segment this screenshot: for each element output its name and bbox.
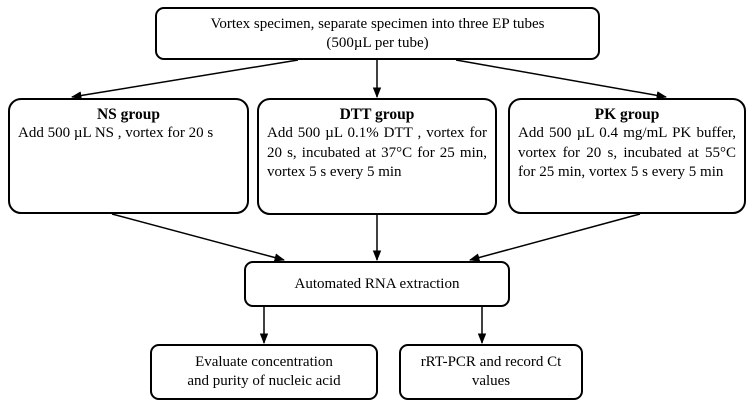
step-vortex-separate-line1: Vortex specimen, separate specimen into … <box>210 15 545 32</box>
rna-extraction-label: Automated RNA extraction <box>294 275 460 292</box>
rrt-pcr-line2: values <box>471 373 511 389</box>
step-vortex-separate-line2: (500µL per tube) <box>326 34 429 51</box>
dtt-group-title: DTT group <box>339 106 415 123</box>
arrow-top-to-pk <box>455 59 668 100</box>
pk-group-box: PK group Add 500 µL 0.4 mg/mL PK buffer,… <box>508 98 746 214</box>
dtt-group-box: DTT group Add 500 µL 0.1% DTT , vortex f… <box>257 98 497 215</box>
ns-group-title: NS group <box>96 106 161 123</box>
dtt-group-text: Add 500 µL 0.1% DTT , vortex for 20 s, i… <box>267 125 487 180</box>
pk-group-text: Add 500 µL 0.4 mg/mL PK buffer, vortex f… <box>518 125 736 180</box>
evaluate-box: Evaluate concentration and purity of nuc… <box>150 344 378 400</box>
evaluate-line1: Evaluate concentration <box>195 354 333 370</box>
rrt-pcr-box: rRT-PCR and record Ct values <box>399 344 583 400</box>
arrow-ns-to-extraction <box>111 213 286 262</box>
rna-extraction-box: Automated RNA extraction <box>244 261 510 307</box>
ns-group-box: NS group Add 500 µL NS , vortex for 20 s <box>8 98 249 214</box>
pk-group-title: PK group <box>594 106 660 123</box>
arrow-pk-to-extraction <box>468 213 641 262</box>
evaluate-line2: and purity of nucleic acid <box>187 373 341 389</box>
arrow-top-to-ns <box>70 59 299 100</box>
rrt-pcr-line1: rRT-PCR and record Ct <box>420 354 562 370</box>
step-vortex-separate-box: Vortex specimen, separate specimen into … <box>155 7 600 60</box>
ns-group-text: Add 500 µL NS , vortex for 20 s <box>18 125 214 141</box>
